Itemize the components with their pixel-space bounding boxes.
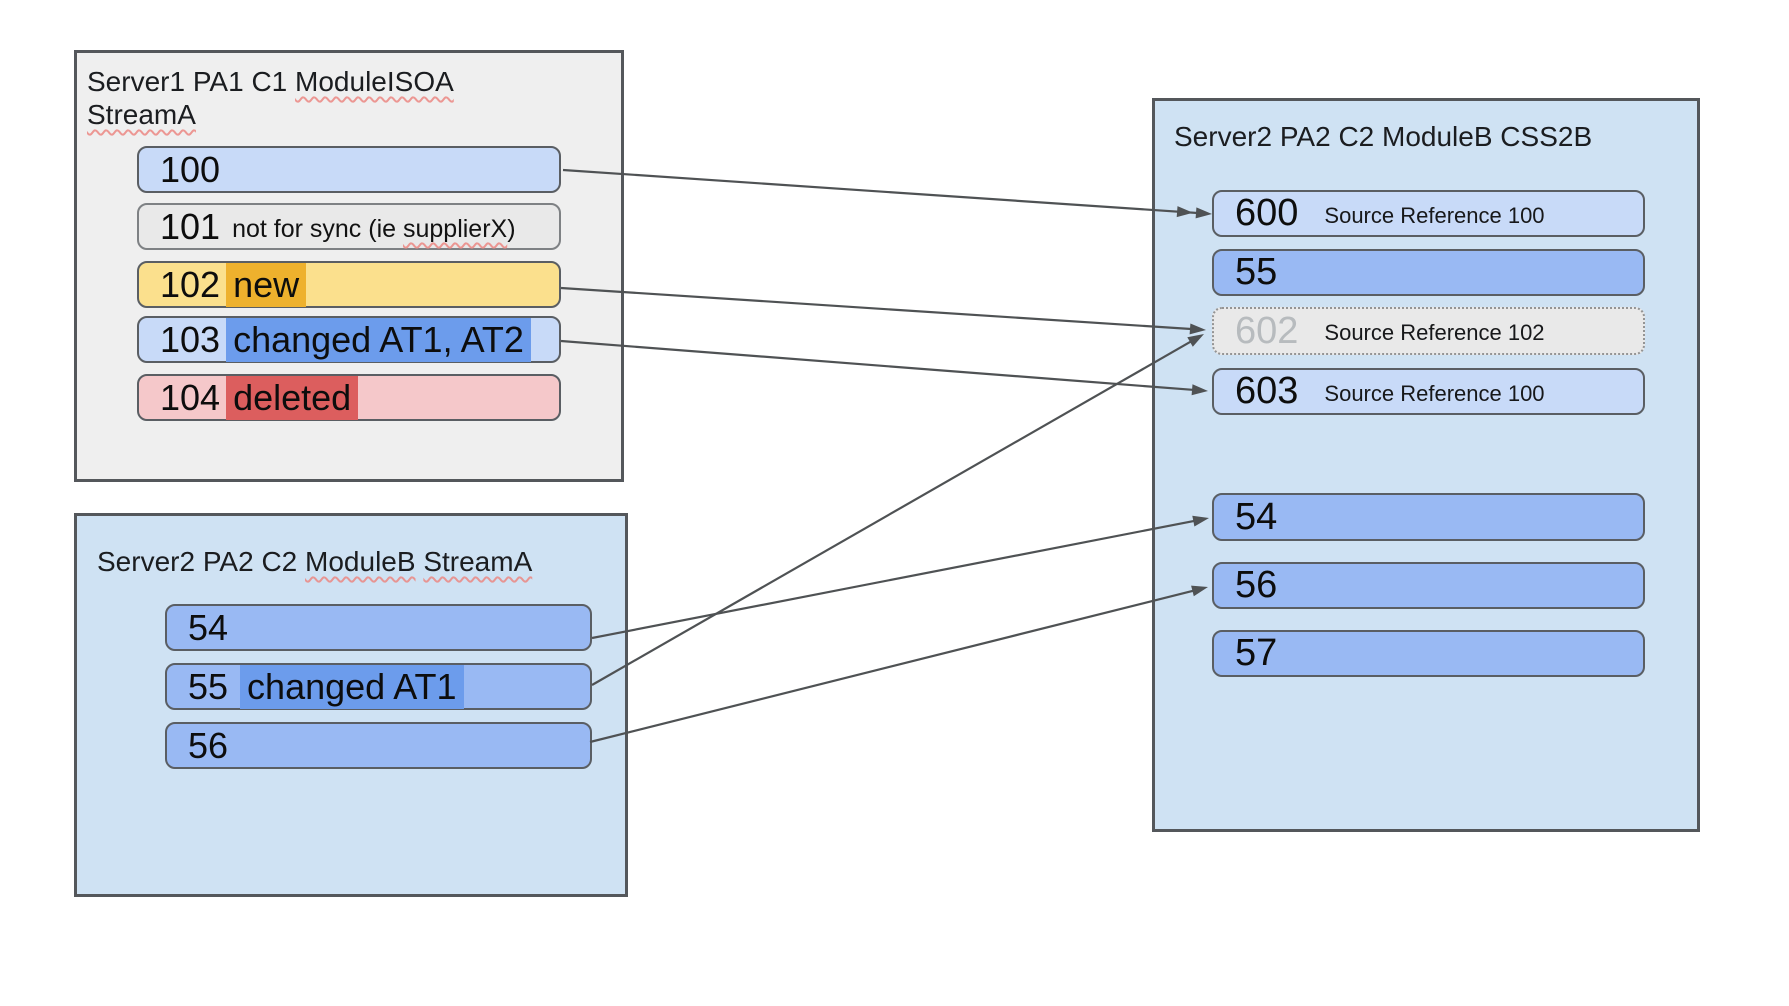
title-text: Server1 PA1 C1 (87, 66, 296, 97)
title-text: Server2 PA2 C2 ModuleB CSS2B (1174, 121, 1593, 152)
arrow-54-to-54[interactable] (591, 515, 1209, 640)
change-badge-changed: changed AT1, AT2 (226, 317, 531, 362)
record-103[interactable]: 103 changed AT1, AT2 (137, 316, 561, 363)
note-text: ) (507, 215, 516, 243)
change-badge-new: new (226, 262, 307, 307)
record-number: 103 (160, 318, 221, 360)
title-text: Server2 PA2 C2 (97, 546, 306, 577)
record-number: 100 (160, 148, 221, 190)
record-number: 54 (188, 606, 229, 648)
record-100[interactable]: 100 (137, 146, 561, 193)
note-text: not for sync (ie (232, 215, 403, 243)
record-number: 602 (1235, 309, 1299, 352)
record-56-css[interactable]: 56 (1212, 562, 1645, 609)
record-54-stream[interactable]: 54 (165, 604, 592, 651)
record-104[interactable]: 104 deleted (137, 374, 561, 421)
arrow-100-to-600[interactable] (562, 168, 1212, 219)
arrow-103-to-603[interactable] (560, 339, 1208, 396)
record-602-css-ghost[interactable]: 602 Source Reference 102 (1212, 307, 1645, 355)
record-101[interactable]: 101 not for sync (ie supplierX) (137, 203, 561, 250)
source-system-title: Server1 PA1 C1 ModuleISOA StreamA (87, 65, 454, 131)
arrow-102-to-602[interactable] (560, 286, 1206, 335)
record-57-css[interactable]: 57 (1212, 630, 1645, 677)
record-number: 600 (1235, 192, 1299, 234)
arrow-55-to-602[interactable] (591, 334, 1204, 686)
record-number: 55 (1235, 251, 1278, 293)
title-text-wavy: StreamA (423, 546, 533, 577)
record-number: 102 (160, 263, 221, 305)
record-603-css[interactable]: 603 Source Reference 100 (1212, 368, 1645, 415)
change-badge-deleted: deleted (226, 375, 359, 420)
source-reference-label: Source Reference 100 (1324, 202, 1545, 228)
record-54-css[interactable]: 54 (1212, 493, 1645, 541)
record-number: 57 (1235, 632, 1278, 674)
title-text-wavy: ModuleB (305, 546, 416, 577)
record-number: 56 (188, 724, 229, 766)
record-600-css[interactable]: 600 Source Reference 100 (1212, 190, 1645, 237)
note-text-wavy: supplierX (402, 215, 508, 243)
source-reference-label: Source Reference 100 (1324, 380, 1545, 406)
arrow-56-to-56[interactable] (589, 585, 1208, 744)
change-badge-changed: changed AT1 (240, 664, 464, 709)
record-102[interactable]: 102 new (137, 261, 561, 308)
record-number: 104 (160, 376, 221, 418)
record-number: 54 (1235, 495, 1278, 538)
target-css-title: Server2 PA2 C2 ModuleB CSS2B (1174, 120, 1592, 153)
record-number: 55 (188, 665, 229, 707)
source-reference-label: Source Reference 102 (1324, 320, 1545, 345)
record-56-stream[interactable]: 56 (165, 722, 592, 769)
record-number: 56 (1235, 564, 1278, 606)
record-number: 101 (160, 205, 221, 247)
title-text-wavy: ModuleISOA (295, 66, 454, 97)
record-number: 603 (1235, 370, 1299, 412)
record-55-css[interactable]: 55 (1212, 249, 1645, 296)
record-note: not for sync (ie supplierX) (232, 215, 515, 244)
title-text-wavy: StreamA (87, 99, 196, 130)
target-stream-title: Server2 PA2 C2 ModuleB StreamA (97, 545, 532, 578)
record-55-stream[interactable]: 55 changed AT1 (165, 663, 592, 710)
